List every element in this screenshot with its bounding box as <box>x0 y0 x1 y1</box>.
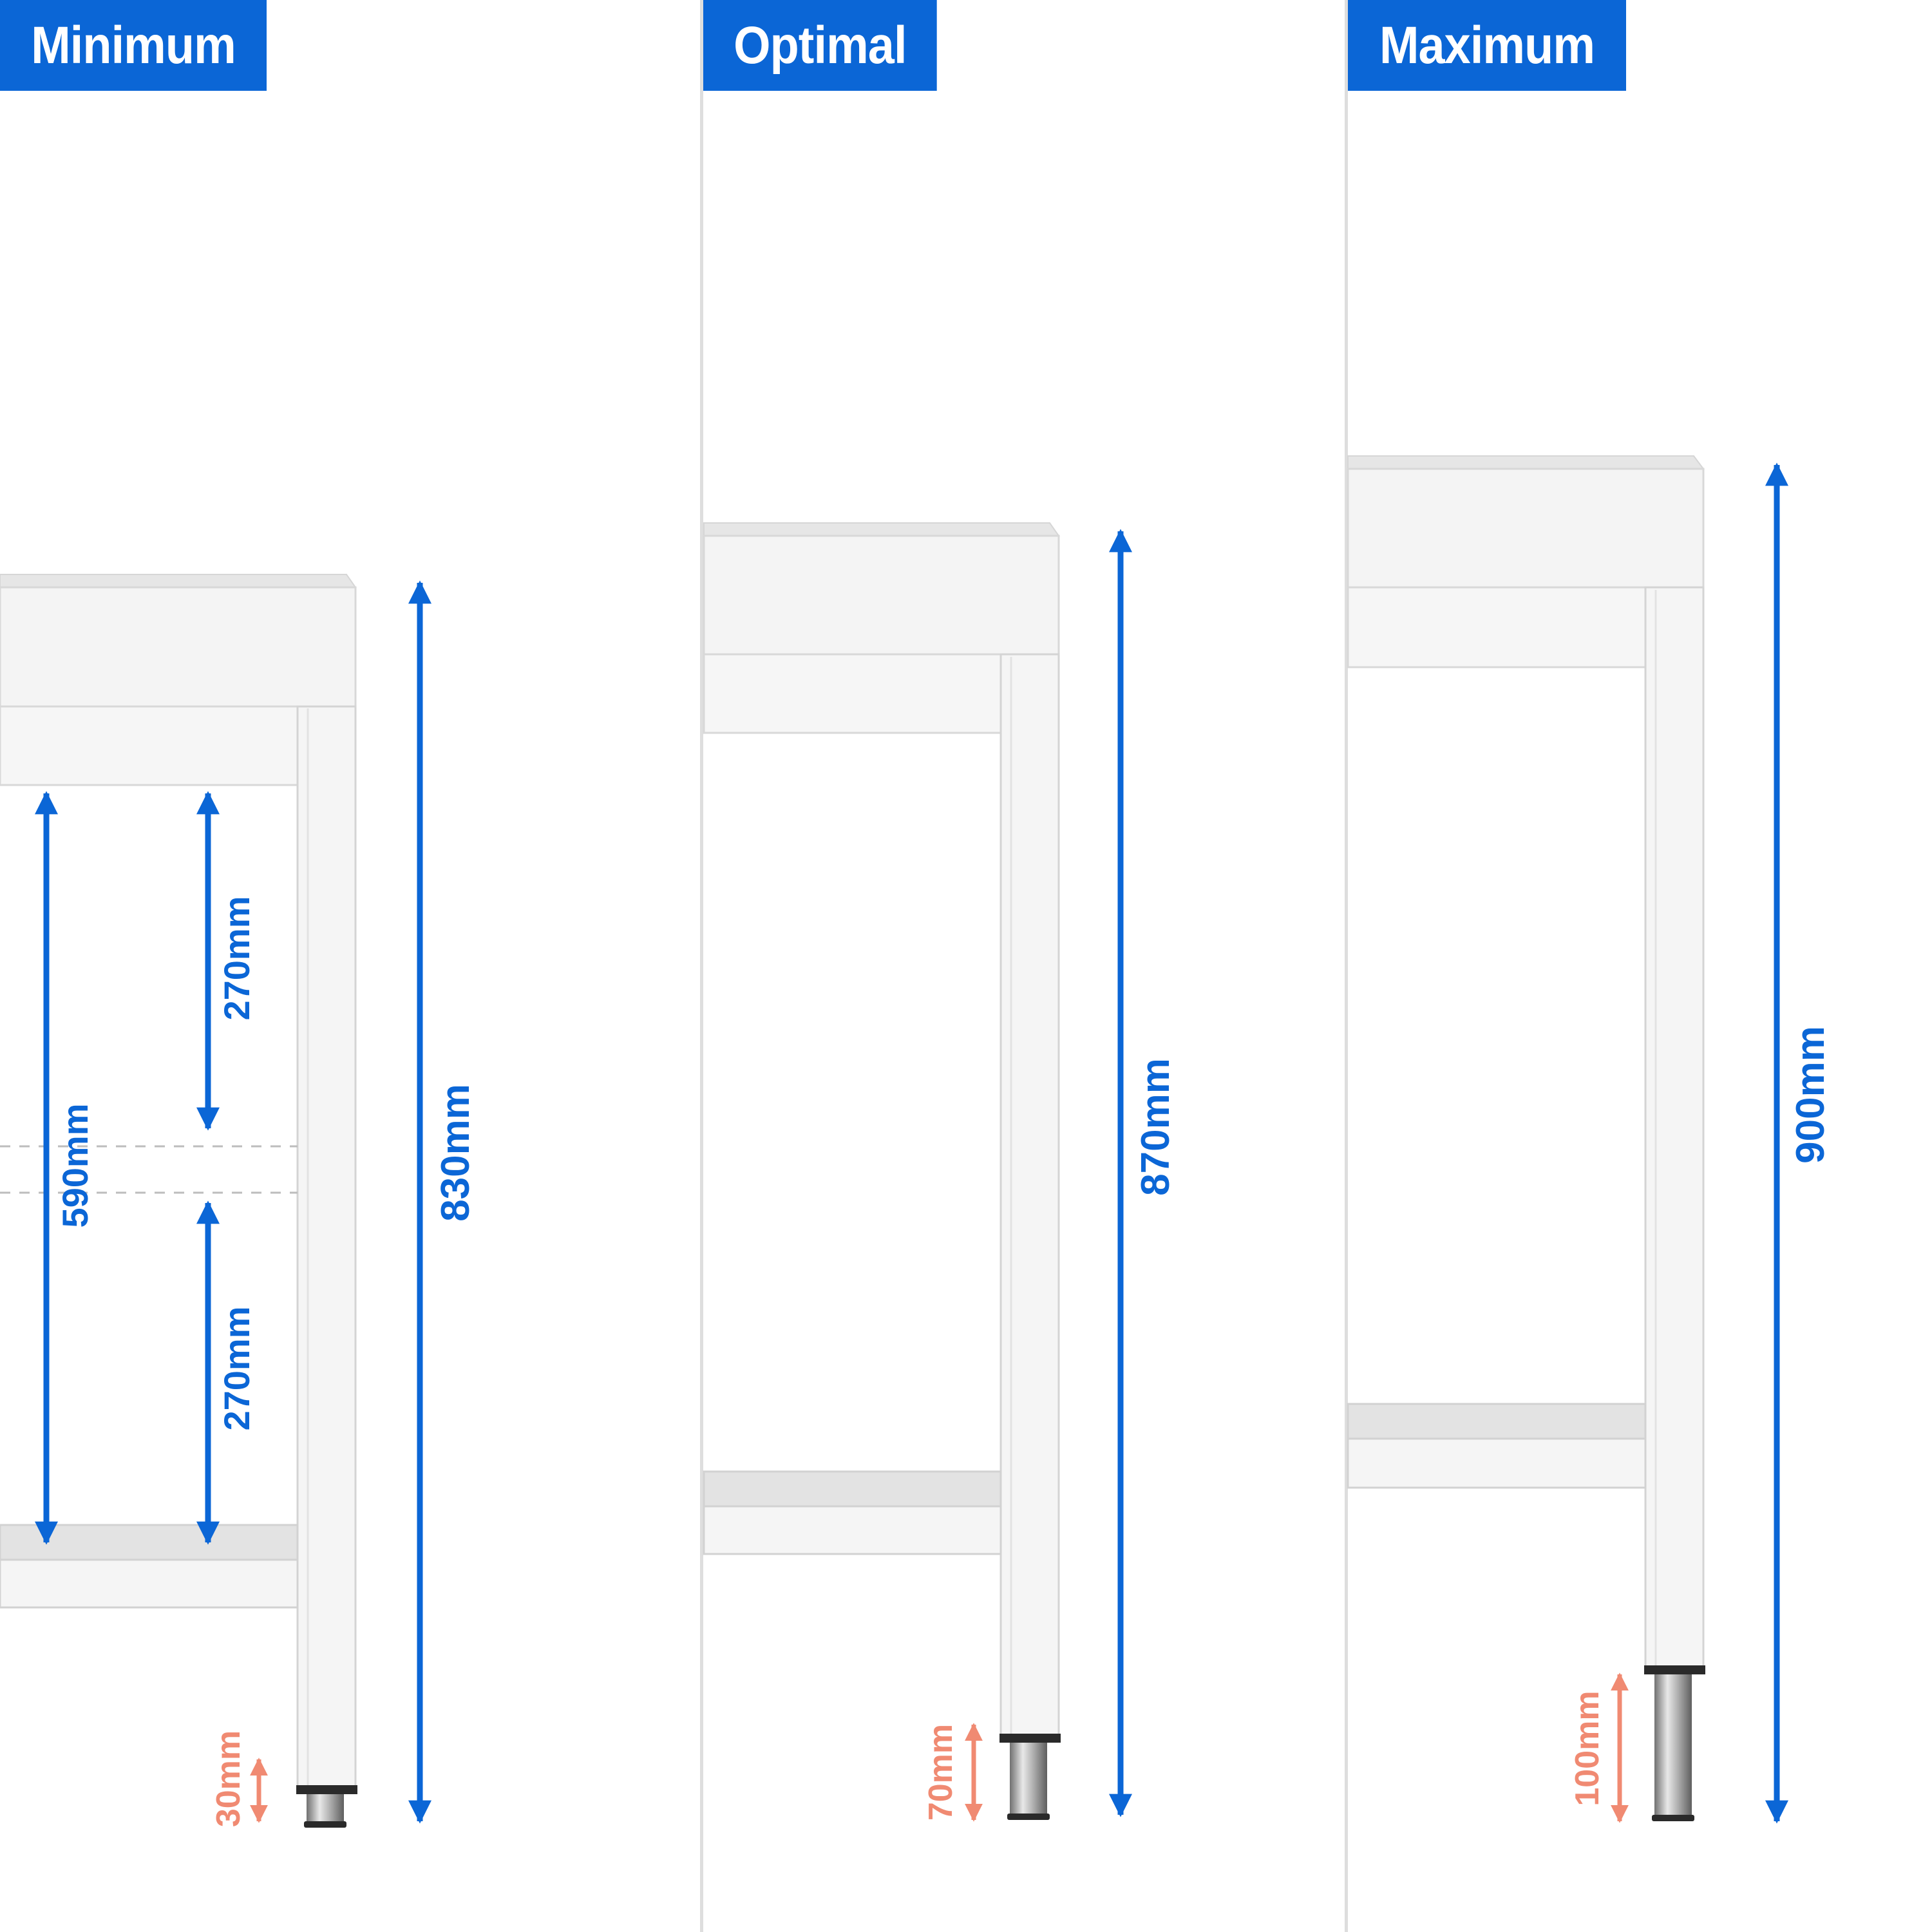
total-height-label-optimal: 870mm <box>1133 1058 1178 1196</box>
title-badge-minimum: Minimum <box>0 0 267 91</box>
undershelf-front <box>0 1558 299 1609</box>
worktop <box>0 586 357 708</box>
foot-base <box>304 1821 346 1828</box>
adjustable-foot <box>1010 1743 1047 1815</box>
adjustable-foot <box>307 1794 344 1823</box>
badge-label: Minimum <box>31 15 236 75</box>
panel-divider <box>1345 0 1348 1932</box>
worktop-edge <box>0 574 357 588</box>
total-height-label-minimum: 830mm <box>433 1084 478 1222</box>
upper-gap-label: 270mm <box>216 896 257 1020</box>
worktop <box>703 535 1060 656</box>
foot-cap <box>296 1785 357 1794</box>
title-badge-optimal: Optimal <box>703 0 937 91</box>
total-height-label-maximum: 900mm <box>1788 1026 1833 1164</box>
leg <box>296 705 357 1790</box>
lower-gap-label: 270mm <box>216 1306 257 1430</box>
foot-adjust-label-minimum: 30mm <box>210 1730 247 1827</box>
foot-cap <box>1644 1665 1705 1674</box>
badge-label: Optimal <box>734 15 907 75</box>
foot-adjust-label-optimal: 70mm <box>922 1724 960 1821</box>
foot-cap <box>999 1734 1061 1743</box>
apron <box>1347 586 1647 668</box>
worktop-edge <box>703 522 1060 536</box>
apron <box>0 705 299 786</box>
foot-adjust-label-maximum: 100mm <box>1569 1690 1606 1806</box>
undershelf-front <box>1347 1437 1647 1489</box>
apron <box>703 653 1002 734</box>
leg <box>1644 586 1705 1671</box>
undershelf <box>1347 1403 1647 1440</box>
title-badge-maximum: Maximum <box>1348 0 1626 91</box>
worktop-edge <box>1347 455 1705 469</box>
undershelf <box>703 1470 1002 1508</box>
clearance-label: 590mm <box>55 1103 95 1227</box>
worktop <box>1347 468 1705 589</box>
badge-label: Maximum <box>1379 15 1595 75</box>
foot-base <box>1007 1814 1050 1820</box>
panel-divider <box>700 0 703 1932</box>
adjustable-foot <box>1654 1674 1692 1816</box>
foot-base <box>1652 1815 1694 1821</box>
table-minimum <box>0 574 357 1828</box>
table-optimal <box>703 522 1061 1820</box>
undershelf-front <box>703 1505 1002 1555</box>
leg <box>999 653 1060 1738</box>
table-maximum <box>1347 455 1705 1821</box>
